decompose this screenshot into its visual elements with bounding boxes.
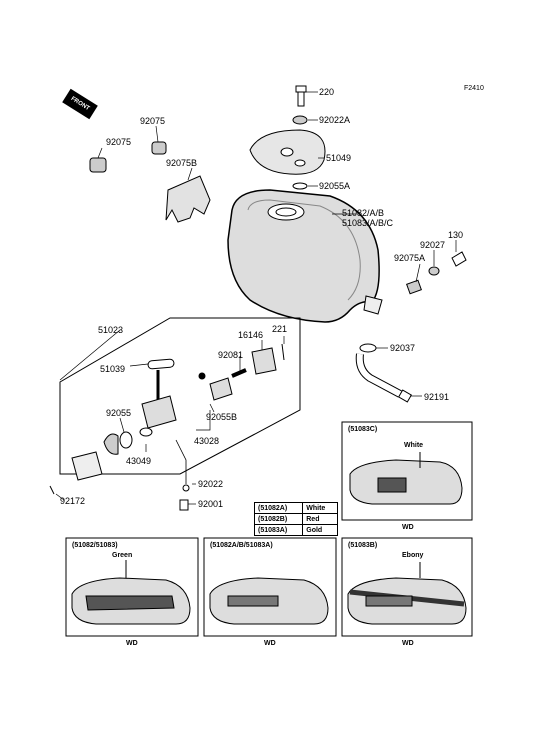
part-92022a: 92022A <box>319 115 351 125</box>
variant-footer-51082ab-51083a: WD <box>264 640 276 647</box>
part-51083: 51083/A/B/C <box>342 218 394 228</box>
part-92075a: 92075A <box>394 253 426 263</box>
washer-92022a-icon <box>292 115 308 125</box>
legend-row: (51082A)White <box>253 502 338 514</box>
legend-color: White <box>302 502 338 514</box>
part-92055b: 92055B <box>206 412 238 422</box>
part-51082: 51082/A/B <box>342 208 385 218</box>
part-51023: 51023 <box>98 325 124 335</box>
part-51039: 51039 <box>100 364 126 374</box>
part-16146: 16146 <box>238 330 264 340</box>
legend-row: (51082B)Red <box>253 513 338 525</box>
part-221: 221 <box>272 324 288 334</box>
rubber-92075-b-icon <box>89 157 107 173</box>
spring-92081-icon <box>231 368 247 378</box>
part-92075-top: 92075 <box>140 116 166 126</box>
variant-footer-51083b: WD <box>402 640 414 647</box>
part-92191: 92191 <box>424 392 450 402</box>
variant-box-51083b <box>341 537 473 637</box>
variant-box-51082-51083 <box>65 537 199 637</box>
part-43028: 43028 <box>194 436 220 446</box>
fuel-cock-body-icon <box>141 395 177 429</box>
oring-92055-icon <box>119 431 133 449</box>
variant-code-51082-51083: (51082/51083) <box>72 542 118 549</box>
part-220: 220 <box>319 87 335 97</box>
legend-color: Gold <box>302 524 338 536</box>
bolt-130-icon <box>451 251 467 267</box>
variant-code-51083c: (51083C) <box>348 426 378 433</box>
part-51049: 51049 <box>326 153 352 163</box>
legend-code: (51083A) <box>253 524 304 536</box>
oring-43049-icon <box>139 427 153 437</box>
part-92075b: 92075B <box>166 158 198 168</box>
variant-footer-51082-51083: WD <box>126 640 138 647</box>
variant-box-51082ab-51083a <box>203 537 337 637</box>
gasket-51039-icon <box>147 358 175 370</box>
part-92055: 92055 <box>106 408 132 418</box>
variant-footer-51083c: WD <box>402 524 414 531</box>
variant-code-51082ab-51083a: (51082A/B/51083A) <box>210 542 273 549</box>
part-92055a: 92055A <box>319 181 351 191</box>
part-92075-left: 92075 <box>106 137 132 147</box>
plate-16146-icon <box>251 347 277 375</box>
part-92027: 92027 <box>420 240 446 250</box>
legend-code: (51082B) <box>253 513 304 525</box>
color-legend-table: (51082A)White (51082B)Red (51083A)Gold <box>253 502 338 536</box>
rubber-92075-a-icon <box>151 141 167 155</box>
damper-92075b-icon <box>165 175 211 223</box>
clip-92037-icon <box>359 343 377 353</box>
figure-code: F2410 <box>464 85 484 92</box>
variant-box-51083c <box>341 421 473 521</box>
fuel-tank-icon <box>227 189 380 323</box>
rubber-92075a-icon <box>406 279 422 295</box>
oring-92055a-icon <box>292 182 308 190</box>
part-92001: 92001 <box>198 499 224 509</box>
lever-43028-icon <box>209 377 233 401</box>
part-92172: 92172 <box>60 496 86 506</box>
legend-color: Red <box>302 513 338 525</box>
legend-row: (51083A)Gold <box>253 524 338 536</box>
bolt-220-icon <box>295 85 307 107</box>
plate-92172-icon <box>71 451 103 481</box>
part-92022: 92022 <box>198 479 224 489</box>
variant-color-51083c: White <box>404 442 424 449</box>
variant-color-51083b: Ebony <box>402 552 424 559</box>
part-130: 130 <box>448 230 464 240</box>
part-92081: 92081 <box>218 350 244 360</box>
fuel-cock-frame <box>59 317 301 475</box>
legend-code: (51082A) <box>253 502 304 514</box>
part-43049: 43049 <box>126 456 152 466</box>
part-92037: 92037 <box>390 343 416 353</box>
variant-color-51082-51083: Green <box>112 552 133 559</box>
variant-code-51083b: (51083B) <box>348 542 378 549</box>
